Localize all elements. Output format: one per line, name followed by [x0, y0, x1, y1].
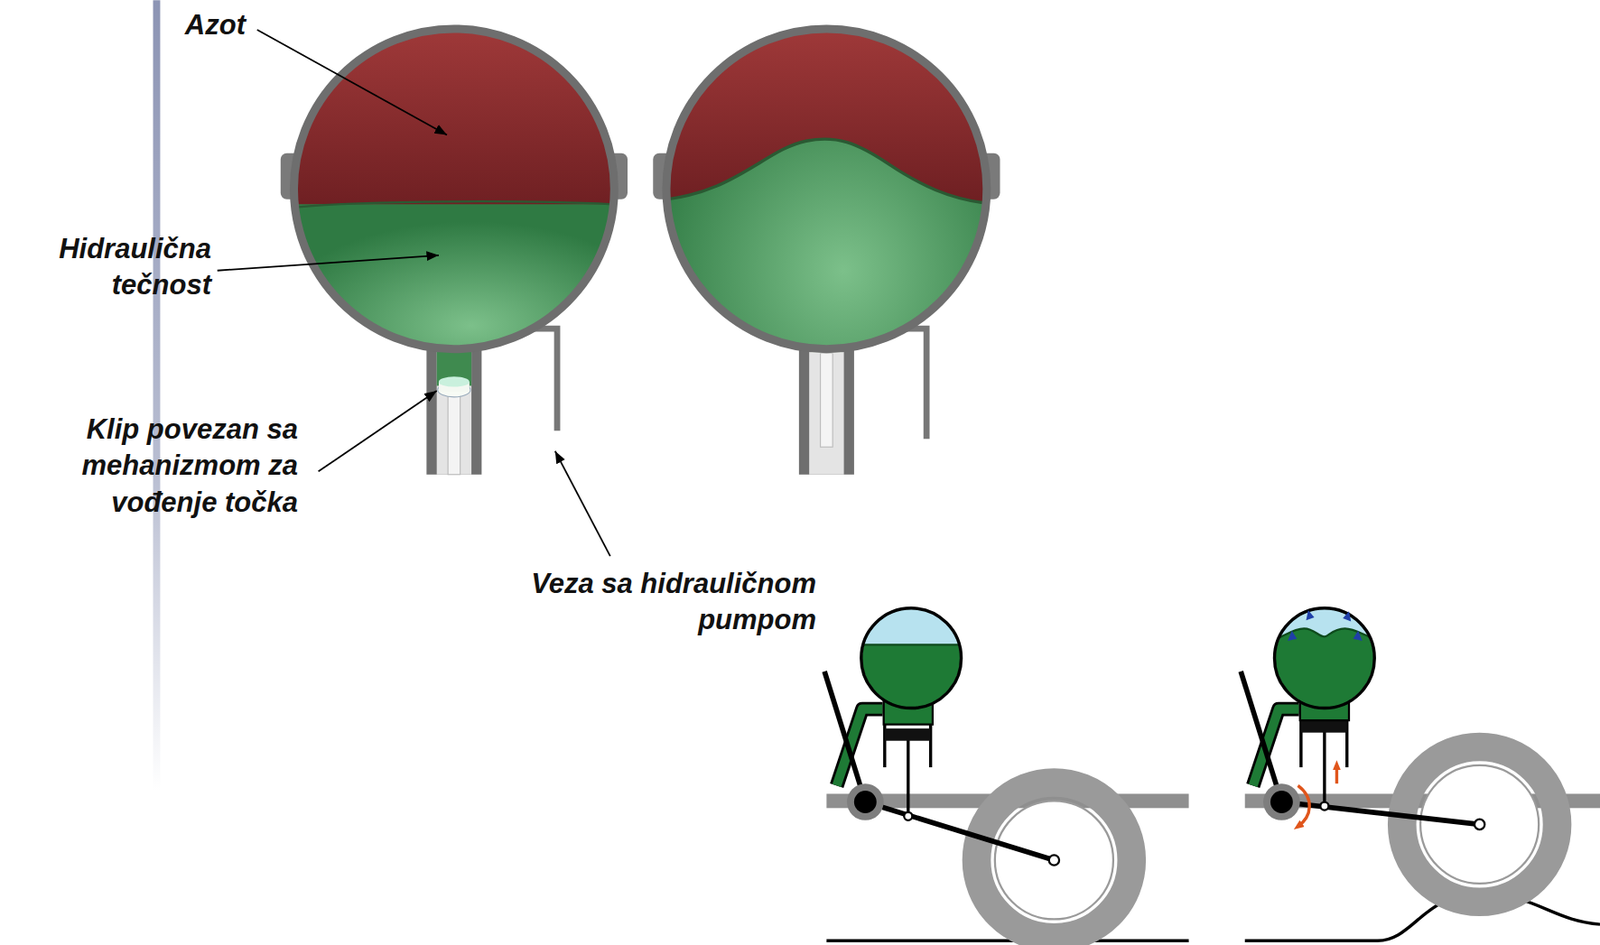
suspension-schematic	[824, 602, 1189, 941]
suspension-schematic-bump-circle	[1474, 819, 1485, 830]
sphere-compressed-g-rect	[658, 20, 996, 379]
suspension-schematic-bump-circle	[1274, 608, 1375, 709]
part-label: Azot	[135, 7, 246, 44]
sphere-compressed-g-path	[658, 20, 996, 205]
suspension-schematic-g-line	[856, 643, 969, 646]
suspension-schematic-bump-g-path	[1342, 611, 1351, 622]
suspension-schematic-bump-line	[1335, 765, 1339, 784]
suspension-schematic-bump-g-rect	[1270, 602, 1383, 715]
sphere-compressed-circle	[666, 28, 987, 350]
sphere-static-ellipse	[438, 376, 470, 387]
side-bar-rect	[153, 0, 161, 791]
suspension-schematic-bump-path	[1297, 785, 1310, 827]
suspension-schematic-g-rect	[856, 602, 969, 715]
suspension-schematic-circle	[854, 790, 877, 814]
suspension-schematic-bump-g-path	[1353, 631, 1363, 642]
suspension-schematic-line	[865, 802, 1054, 861]
suspension-schematic-bump-circle	[1420, 765, 1539, 884]
leader-line-line	[257, 29, 447, 135]
sphere-compressed-g	[658, 20, 996, 379]
part-label: Veza sa hidrauličnom pumpom	[494, 566, 817, 640]
sphere-compressed	[652, 20, 1000, 475]
part-label: Hidraulična tečnost	[7, 231, 212, 305]
suspension-schematic-circle	[995, 800, 1114, 920]
side-bar	[153, 0, 161, 791]
part-label: Klip povezan sa mehanizmom za vođenje to…	[27, 411, 298, 521]
suspension-schematic-circle	[846, 783, 884, 821]
suspension-schematic-bump-g	[1270, 602, 1383, 715]
suspension-schematic-rect	[884, 728, 931, 742]
suspension-schematic-line	[826, 939, 1189, 943]
sphere-compressed-rect	[820, 353, 834, 447]
suspension-schematic-bump-circle	[1320, 802, 1329, 811]
suspension-schematic-bump	[1240, 602, 1600, 941]
suspension-schematic-bump-g-path	[1287, 631, 1297, 642]
suspension-schematic-path	[837, 709, 884, 787]
sphere-compressed-g-path	[658, 139, 996, 205]
sphere-static-rect	[447, 393, 461, 475]
suspension-schematic-bump-rect	[1301, 720, 1348, 734]
suspension-schematic-bump-path	[1245, 893, 1600, 941]
suspension-schematic-bump-line	[1281, 802, 1480, 826]
suspension-schematic-line	[824, 671, 866, 803]
suspension-schematic-bump-path	[1253, 709, 1300, 787]
suspension-schematic-circle	[976, 782, 1133, 939]
suspension-schematic-bump-circle	[1402, 746, 1558, 903]
leader-line-line	[318, 390, 438, 472]
suspension-schematic-bump-circle	[1270, 790, 1294, 814]
sphere-static-g-path	[296, 201, 613, 207]
suspension-schematic-bump-line	[1240, 671, 1282, 803]
suspension-schematic-circle	[903, 812, 912, 821]
suspension-schematic-line	[906, 736, 910, 817]
suspension-schematic-bump-g	[1287, 610, 1362, 642]
suspension-schematic-bump-g-path	[1306, 610, 1315, 621]
suspension-schematic-circle	[1049, 855, 1060, 866]
leader-line-line	[217, 255, 439, 271]
suspension-schematic-g	[856, 602, 969, 715]
suspension-schematic-bump-line	[1322, 722, 1326, 807]
suspension-schematic-bump-circle	[1263, 783, 1301, 821]
suspension-schematic-path	[837, 709, 884, 787]
suspension-schematic-bump-path	[1253, 709, 1300, 787]
sphere-static-g-rect	[285, 20, 623, 210]
leader-line-line	[555, 451, 611, 557]
sphere-static	[280, 20, 628, 475]
suspension-schematic-circle	[861, 608, 962, 709]
